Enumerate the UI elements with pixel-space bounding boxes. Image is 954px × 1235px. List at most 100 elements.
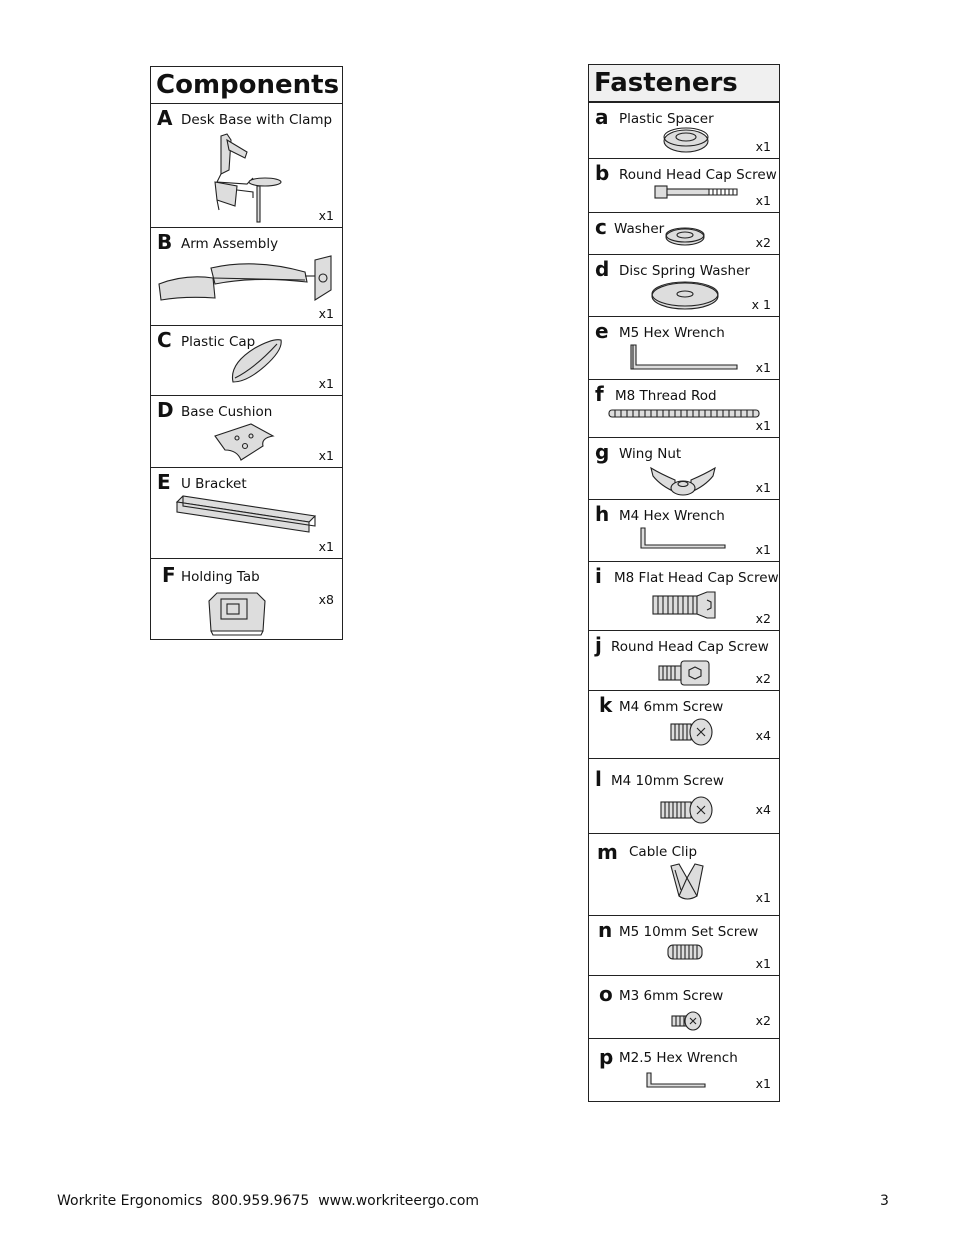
fastener-qty: x1 — [755, 1076, 771, 1091]
flat-head-screw-icon — [652, 591, 716, 619]
footer-website: www.workriteergo.com — [318, 1193, 480, 1209]
component-letter: B — [157, 230, 173, 254]
fastener-name: M5 10mm Set Screw — [619, 924, 759, 940]
fastener-name: Plastic Spacer — [619, 111, 714, 127]
fasteners-title: Fasteners — [589, 65, 779, 103]
fastener-row-n: n M5 10mm Set Screw x1 — [589, 916, 779, 976]
component-name: Arm Assembly — [181, 236, 279, 252]
phillips-screw-icon — [670, 718, 713, 746]
fastener-row-g: g Wing Nut x1 — [589, 438, 779, 500]
u-bracket-icon — [175, 495, 317, 533]
base-cushion-icon — [214, 423, 275, 461]
washer-icon — [665, 227, 705, 246]
component-row-e: E U Bracket x1 — [151, 468, 342, 559]
fastener-letter: c — [595, 215, 607, 239]
fastener-letter: f — [595, 382, 604, 406]
component-letter: E — [157, 470, 171, 494]
fastener-letter: o — [599, 982, 613, 1006]
component-qty: x1 — [318, 208, 334, 223]
fastener-row-o: o M3 6mm Screw x2 — [589, 976, 779, 1039]
phillips-screw-icon — [660, 796, 713, 824]
fastener-qty: x2 — [755, 1013, 771, 1028]
fastener-letter: g — [595, 440, 610, 464]
fastener-row-d: d Disc Spring Washer x 1 — [589, 255, 779, 317]
fastener-row-k: k M4 6mm Screw x4 — [589, 691, 779, 759]
fastener-letter: l — [595, 767, 602, 791]
hex-wrench-icon — [640, 527, 726, 549]
component-name: Base Cushion — [181, 404, 273, 420]
footer-contact: Workrite Ergonomics 800.959.9675 www.wor… — [57, 1192, 479, 1210]
fastener-qty: x1 — [755, 360, 771, 375]
wing-nut-icon — [650, 466, 716, 496]
fastener-row-i: i M8 Flat Head Cap Screw x2 — [589, 562, 779, 631]
footer-company: Workrite Ergonomics — [57, 1193, 203, 1209]
desk-base-with-clamp-icon — [214, 133, 282, 223]
arm-assembly-icon — [158, 255, 332, 301]
fastener-qty: x1 — [755, 418, 771, 433]
component-qty: x1 — [318, 539, 334, 554]
fastener-qty: x1 — [755, 890, 771, 905]
hex-wrench-icon — [646, 1072, 706, 1088]
fastener-row-a: a Plastic Spacer x1 — [589, 103, 779, 159]
fastener-name: Round Head Cap Screw — [619, 167, 777, 183]
set-screw-icon — [667, 944, 703, 960]
component-row-a: A Desk Base with Clamp x1 — [151, 104, 342, 228]
components-panel: Components A Desk Base with Clamp x1 B A… — [150, 66, 343, 640]
footer-phone: 800.959.9675 — [211, 1193, 310, 1209]
fastener-row-b: b Round Head Cap Screw x1 — [589, 159, 779, 213]
component-row-d: D Base Cushion x1 — [151, 396, 342, 468]
fastener-letter: h — [595, 502, 610, 526]
fastener-qty: x1 — [755, 956, 771, 971]
fastener-qty: x1 — [755, 480, 771, 495]
component-name: Plastic Cap — [181, 334, 256, 350]
fastener-qty: x2 — [755, 235, 771, 250]
fastener-name: Washer — [614, 221, 665, 237]
component-qty: x1 — [318, 306, 334, 321]
plastic-spacer-icon — [663, 127, 709, 153]
fastener-letter: k — [599, 693, 613, 717]
component-name: U Bracket — [181, 476, 247, 492]
fastener-name: M2.5 Hex Wrench — [619, 1050, 738, 1066]
fastener-name: M5 Hex Wrench — [619, 325, 725, 341]
fastener-qty: x4 — [755, 728, 771, 743]
long-cap-screw-icon — [654, 185, 738, 199]
fastener-name: Disc Spring Washer — [619, 263, 750, 279]
cable-clip-icon — [670, 863, 704, 900]
fastener-qty: x2 — [755, 671, 771, 686]
fastener-qty: x1 — [755, 139, 771, 154]
fastener-qty: x1 — [755, 542, 771, 557]
plastic-cap-icon — [231, 339, 282, 383]
fastener-letter: m — [597, 840, 618, 864]
fastener-letter: b — [595, 161, 610, 185]
components-title: Components — [151, 67, 342, 104]
page-number: 3 — [880, 1193, 889, 1209]
component-qty: x1 — [318, 376, 334, 391]
fastener-name: M4 Hex Wrench — [619, 508, 725, 524]
fastener-row-l: l M4 10mm Screw x4 — [589, 759, 779, 834]
fastener-name: Wing Nut — [619, 446, 682, 462]
component-row-f: F Holding Tab x8 — [151, 559, 342, 640]
disc-spring-washer-icon — [651, 281, 719, 310]
fastener-row-f: f M8 Thread Rod x1 — [589, 380, 779, 438]
fastener-name: M8 Thread Rod — [615, 388, 717, 404]
cap-screw-icon — [658, 660, 710, 686]
component-qty: x1 — [318, 448, 334, 463]
fastener-qty: x1 — [755, 193, 771, 208]
fastener-name: M4 6mm Screw — [619, 699, 724, 715]
component-letter: F — [162, 563, 176, 587]
component-qty: x8 — [318, 592, 334, 607]
fastener-row-m: m Cable Clip x1 — [589, 834, 779, 916]
fastener-letter: d — [595, 257, 610, 281]
fastener-letter: n — [598, 918, 613, 942]
holding-tab-icon — [208, 592, 266, 636]
fastener-qty: x 1 — [751, 297, 771, 312]
fastener-letter: i — [595, 564, 602, 588]
fastener-name: Round Head Cap Screw — [611, 639, 769, 655]
component-row-b: B Arm Assembly x1 — [151, 228, 342, 326]
thread-rod-icon — [608, 409, 760, 418]
fastener-row-e: e M5 Hex Wrench x1 — [589, 317, 779, 380]
fastener-name: M3 6mm Screw — [619, 988, 724, 1004]
fastener-name: Cable Clip — [629, 844, 698, 860]
fastener-letter: e — [595, 319, 609, 343]
fasteners-panel: Fasteners a Plastic Spacer x1 b Round He… — [588, 64, 780, 1102]
